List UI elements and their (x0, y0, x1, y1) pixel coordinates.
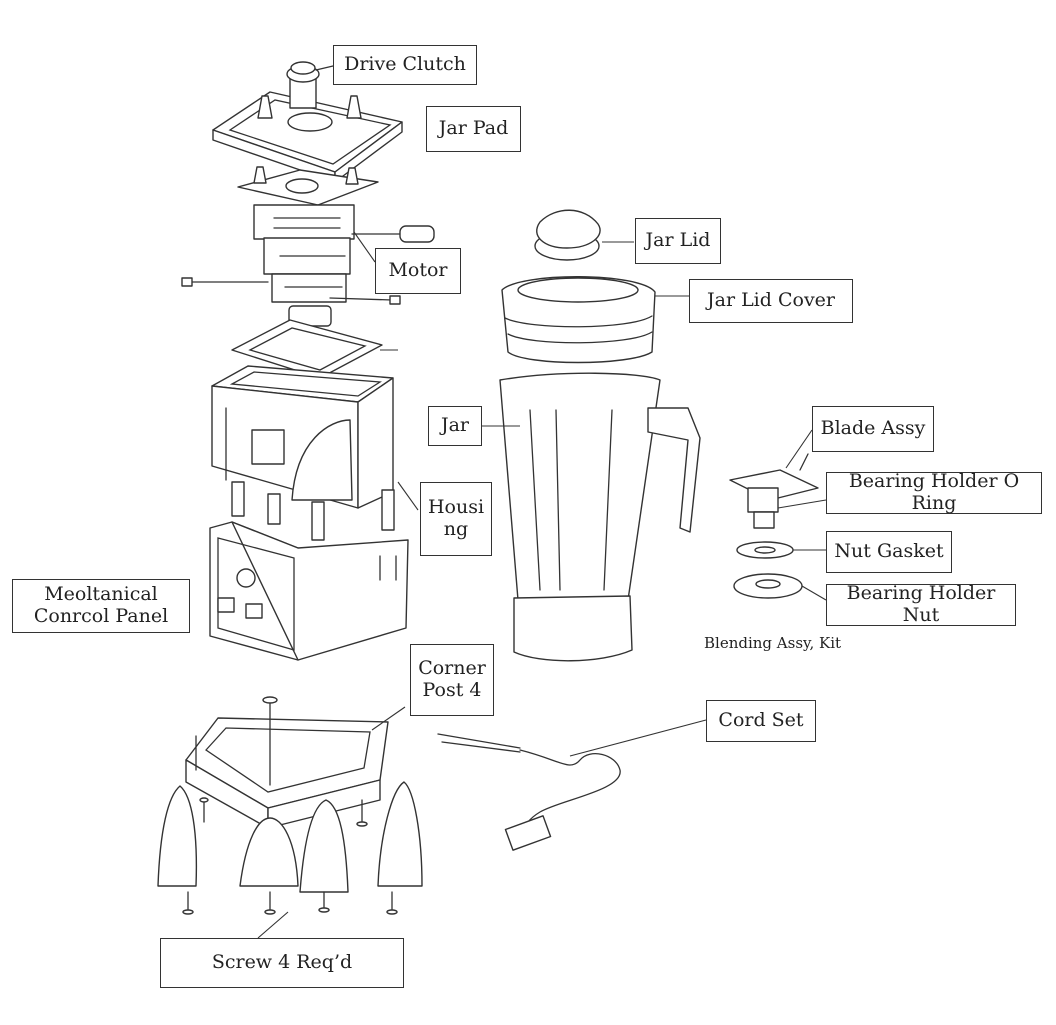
label-cord-set: Cord Set (706, 700, 816, 742)
label-jar-lid: Jar Lid (635, 218, 721, 264)
label-blade-assy: Blade Assy (812, 406, 934, 452)
screw-text: Screw 4 Req’d (211, 951, 353, 974)
jar-drawing (482, 372, 701, 662)
bearing-holder-nut-text: Bearing Holder Nut (846, 582, 996, 626)
label-nut-gasket: Nut Gasket (826, 531, 952, 573)
control-panel-text-line1: Meoltanical (44, 583, 158, 606)
jar-pad-text: Jar Pad (438, 117, 509, 140)
corner-post-text-line2: Post 4 (422, 679, 482, 701)
nut-gasket-drawing (736, 541, 826, 559)
jar-lid-cover-text: Jar Lid Cover (707, 289, 835, 312)
label-jar-lid-cover: Jar Lid Cover (689, 279, 853, 323)
label-screw: Screw 4 Req’d (160, 938, 404, 988)
label-blending-kit: Blending Assy, Kit (704, 634, 841, 652)
corner-post-text-line1: Corner (418, 657, 486, 680)
control-panel-text-line2: Conrcol Panel (33, 605, 169, 627)
jar-lid-text: Jar Lid (645, 229, 711, 252)
label-bearing-holder-nut: Bearing Holder Nut (826, 582, 1016, 626)
corner-posts-drawing (157, 781, 423, 893)
label-housing: Housi ng (420, 482, 492, 556)
label-jar: Jar (428, 406, 482, 446)
blade-assembly-drawing (729, 429, 827, 529)
blending-kit-text: Blending Assy, Kit (704, 634, 842, 652)
label-motor: Motor (375, 248, 461, 294)
cord-set-text: Cord Set (718, 709, 804, 732)
bearing-holder-o-ring-text: Bearing Holder O Ring (848, 470, 1020, 514)
label-control-panel: Meoltanical Conrcol Panel (12, 579, 190, 633)
drive-clutch-drawing (286, 61, 334, 109)
jar-pad-drawing (212, 91, 403, 183)
jar-text: Jar (440, 414, 470, 437)
cord-set-drawing (437, 719, 707, 851)
housing-text-line1: Housi (427, 496, 485, 519)
housing-gasket-drawing (231, 319, 398, 379)
motor-drawing (181, 166, 435, 327)
base-frame-drawing (185, 696, 406, 829)
label-bearing-holder-o-ring: Bearing Holder O Ring (826, 470, 1042, 514)
label-jar-pad: Jar Pad (426, 106, 521, 152)
housing-text-line2: ng (443, 518, 469, 540)
blade-assy-text: Blade Assy (820, 417, 926, 440)
jar-lid-drawing (534, 209, 634, 261)
bearing-holder-nut-drawing (733, 573, 827, 601)
jar-lid-cover-drawing (501, 276, 690, 364)
screws-drawing (182, 797, 398, 939)
housing-drawing (211, 365, 419, 541)
label-drive-clutch: Drive Clutch (333, 45, 477, 85)
label-corner-post: Corner Post 4 (410, 644, 494, 716)
control-panel-drawing (209, 521, 409, 661)
drive-clutch-text: Drive Clutch (344, 53, 466, 76)
nut-gasket-text: Nut Gasket (834, 540, 944, 563)
motor-text: Motor (388, 259, 448, 282)
